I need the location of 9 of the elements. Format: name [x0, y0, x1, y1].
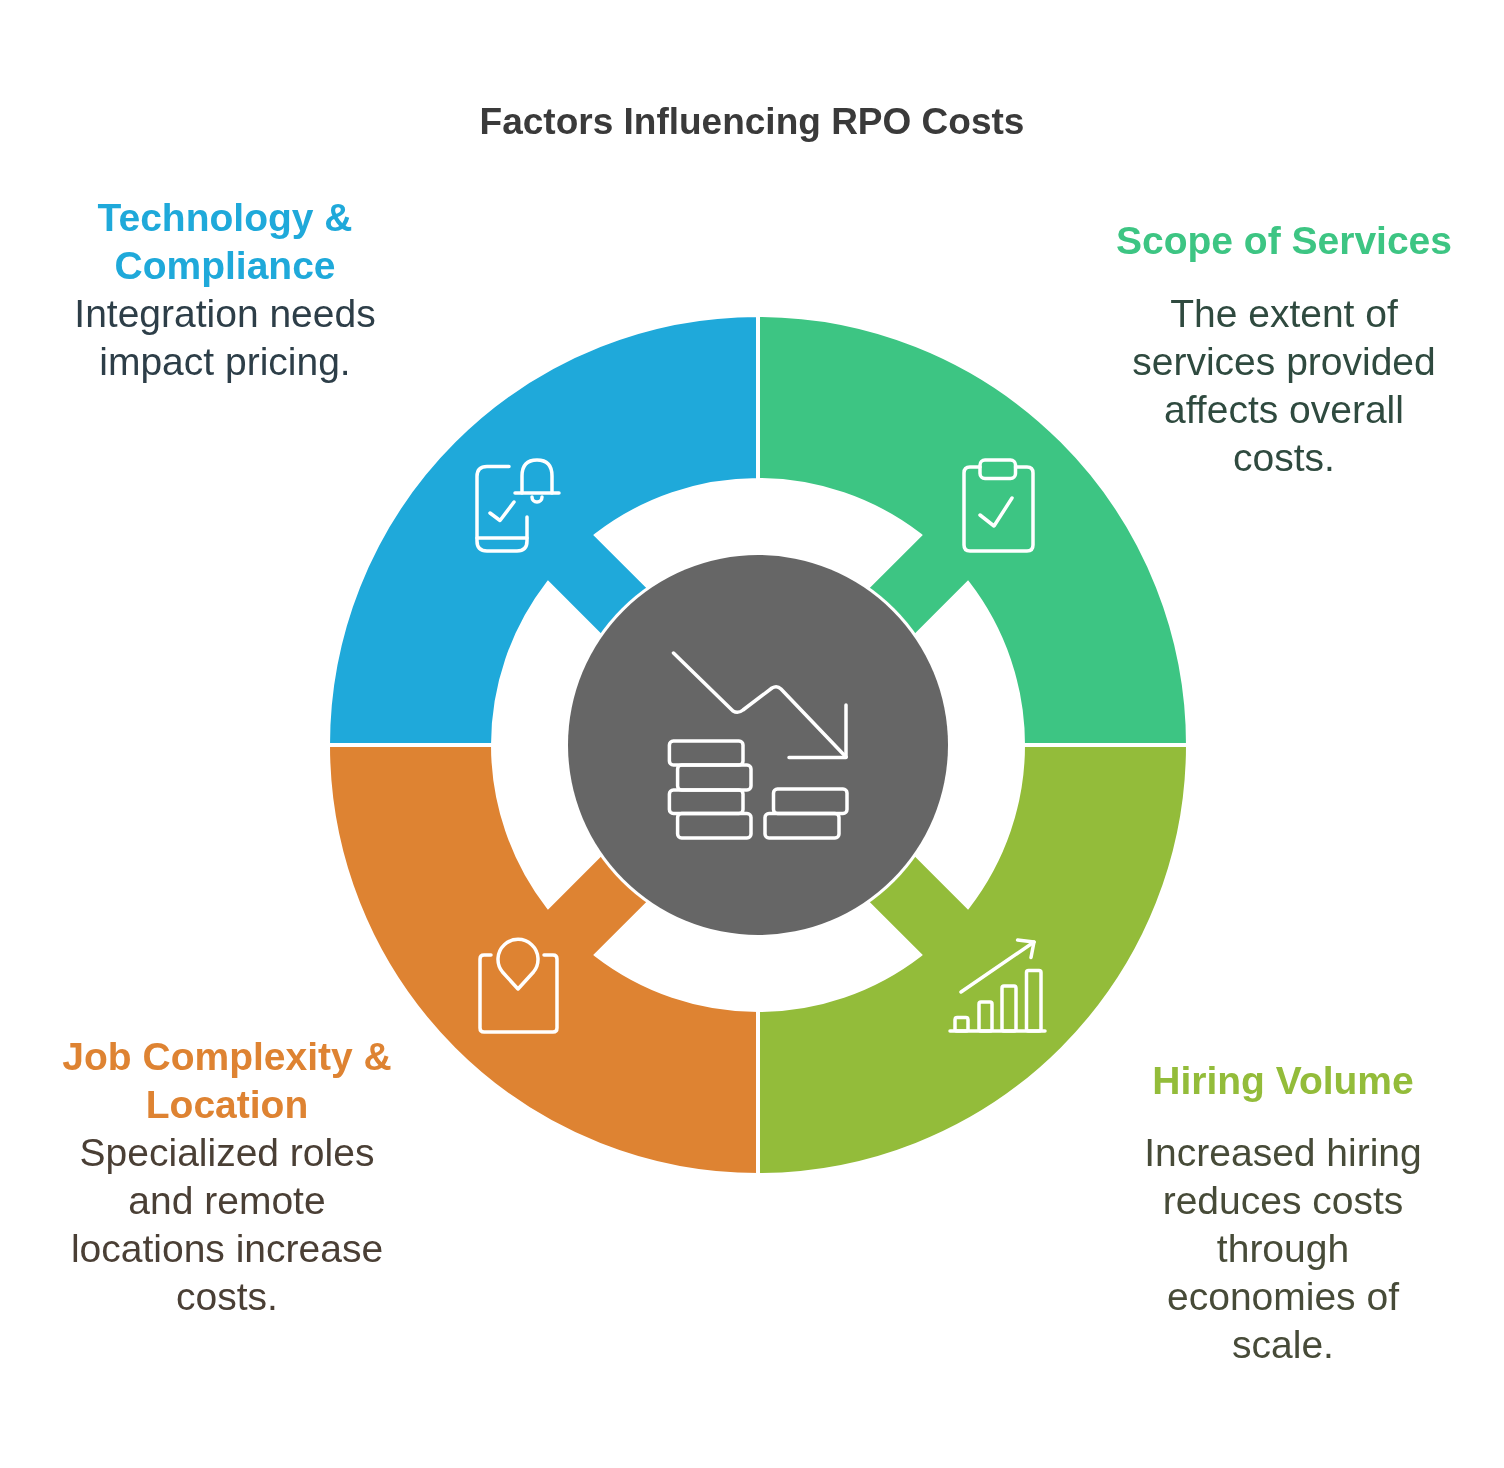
- segment-heading: Hiring Volume: [1152, 1058, 1414, 1104]
- segment-heading: Job Complexity & Location: [61, 1034, 393, 1128]
- diagram-title: Factors Influencing RPO Costs: [479, 100, 1025, 144]
- segment-heading: Scope of Services: [1116, 218, 1452, 264]
- segment-heading: Technology & Compliance: [96, 195, 354, 289]
- segment-description: Integration needs impact pricing.: [73, 291, 377, 385]
- segment-description: The extent of services provided affects overall costs.: [1131, 291, 1437, 481]
- segment-description: Increased hiring reduces costs through economies of scale.: [1143, 1130, 1423, 1368]
- segment-description: Specialized roles and remote locations increase costs.: [69, 1130, 385, 1320]
